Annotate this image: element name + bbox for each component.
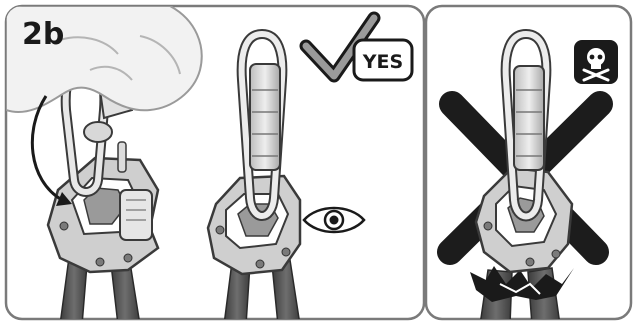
step-label: 2b xyxy=(22,17,64,52)
correct-panel: 2b xyxy=(6,6,424,325)
eye-icon xyxy=(304,208,364,232)
incorrect-panel xyxy=(426,6,631,325)
yes-badge-text: YES xyxy=(362,51,403,73)
skull-crossbones-icon xyxy=(574,40,618,84)
yes-badge: YES xyxy=(354,40,412,80)
